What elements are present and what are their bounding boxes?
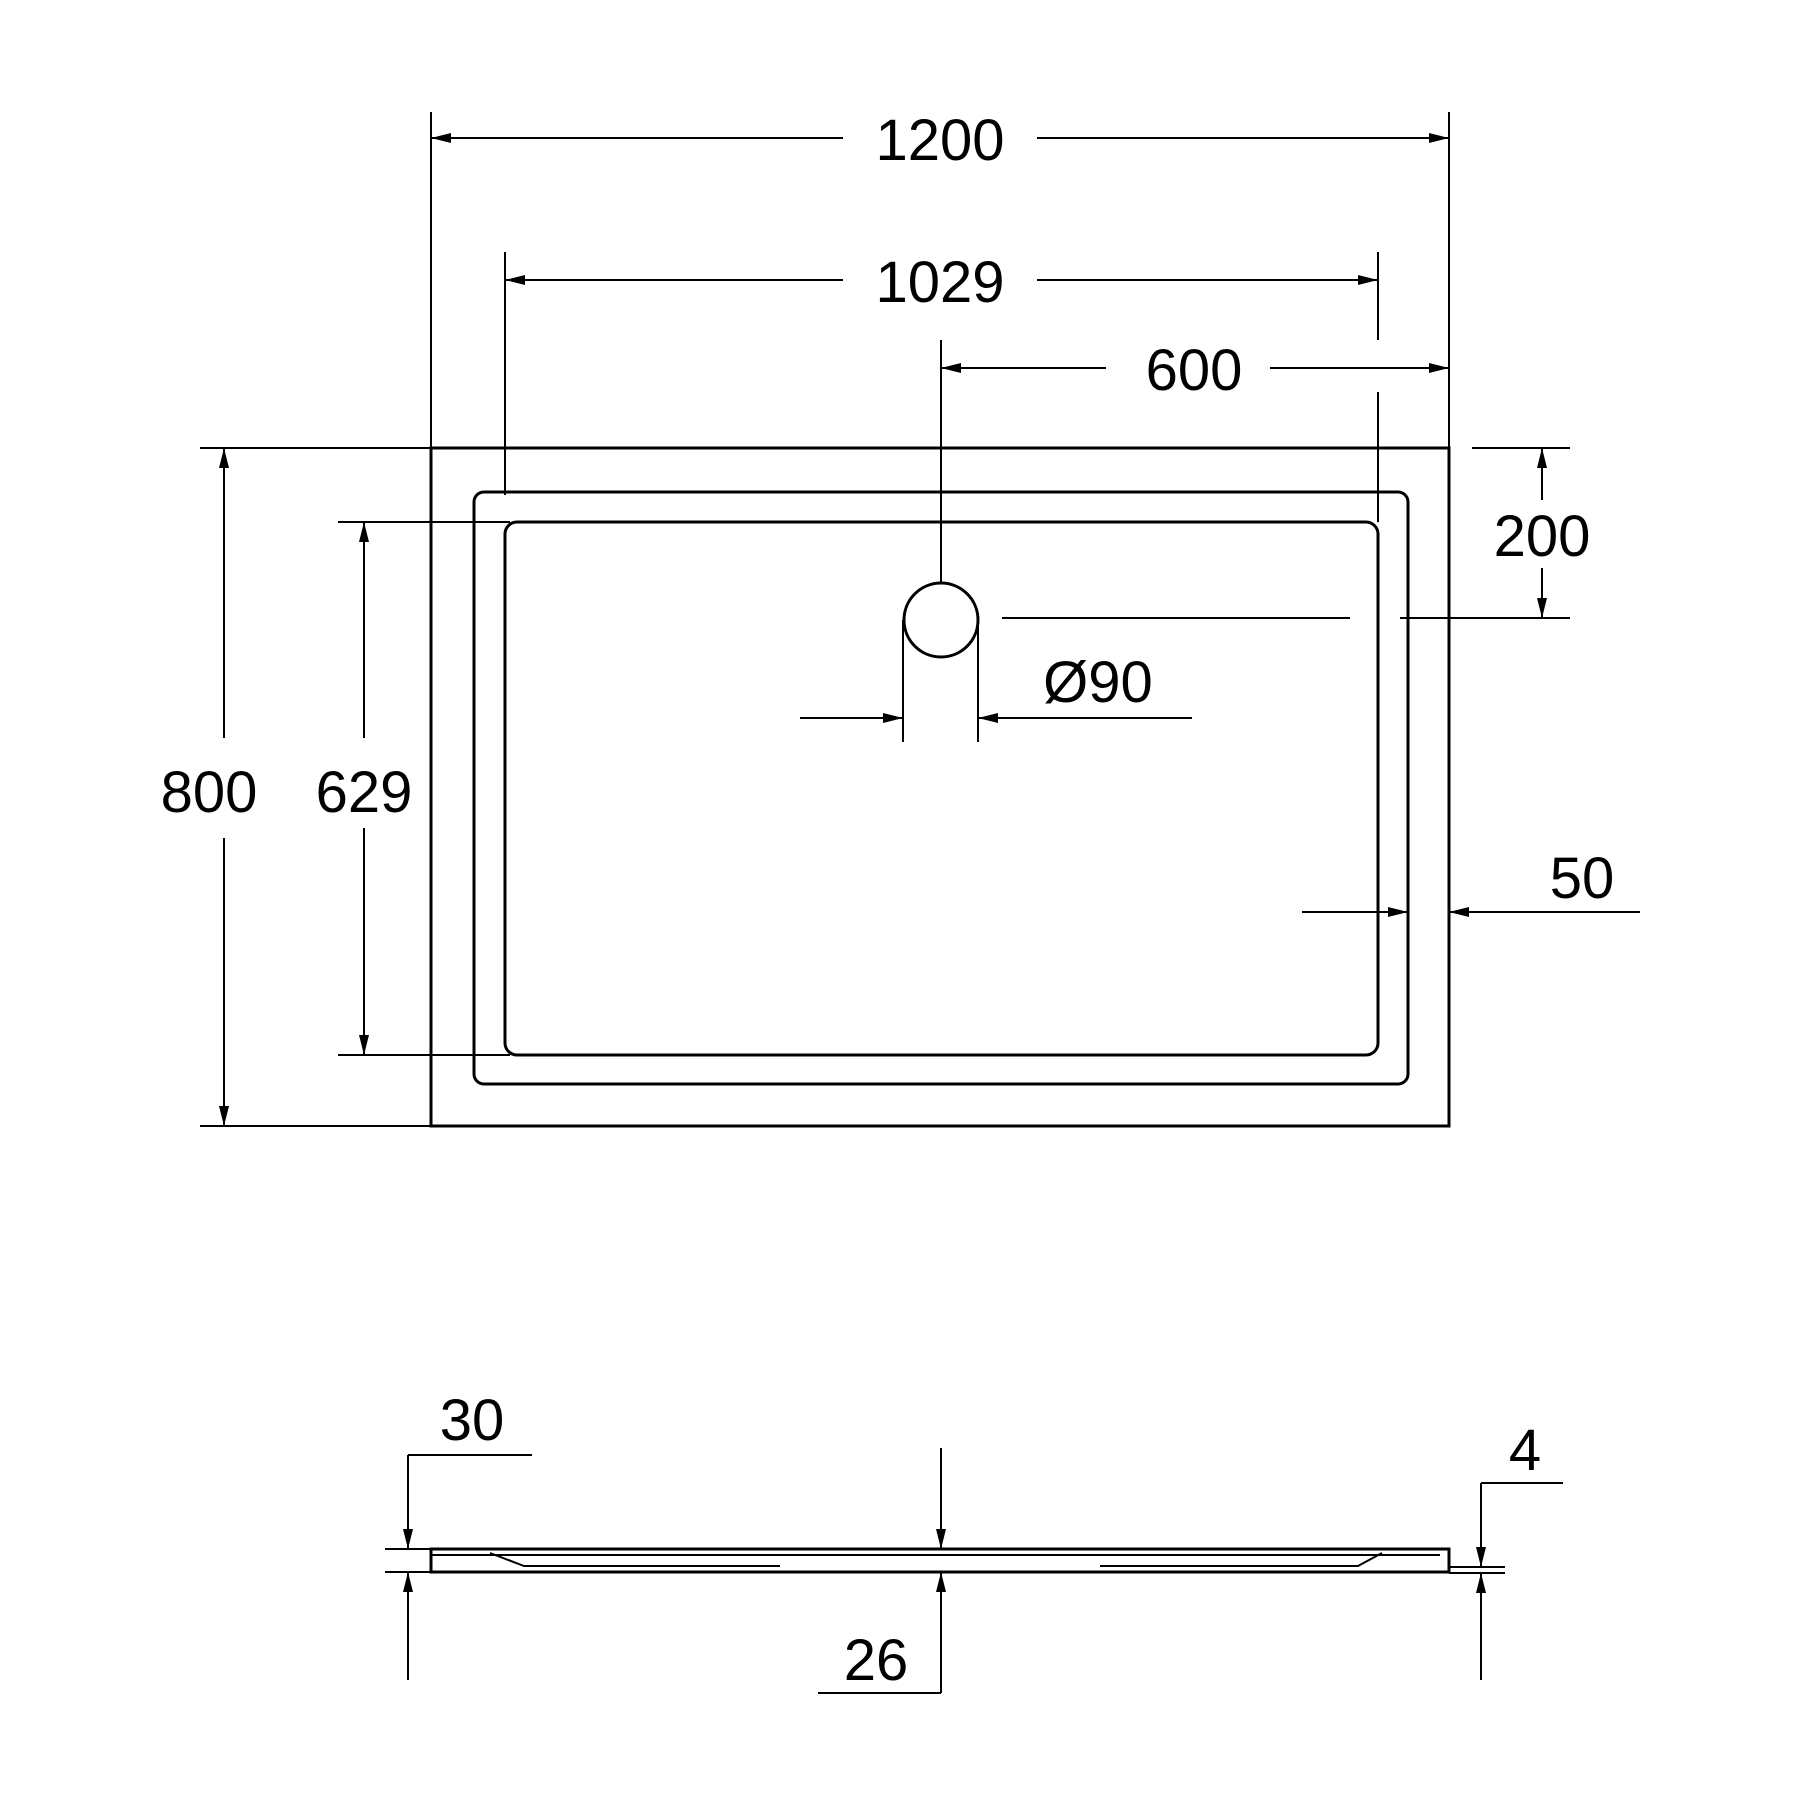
dimension-label-inner-width: 1029 — [875, 250, 1004, 315]
dimension-inner-width: 1029 — [504, 250, 1379, 495]
dimension-drain-offset-x: 600 — [940, 338, 1449, 583]
dimension-rim-width: 50 — [1302, 846, 1640, 1040]
dimension-total-height: 30 — [385, 1388, 532, 1680]
dimension-drain-offset-y: 200 — [1002, 447, 1591, 619]
dimension-label-inner-depth: 629 — [316, 760, 413, 825]
dimension-rim-height: 4 — [1449, 1418, 1563, 1680]
dimension-drain-diameter: Ø90 — [800, 620, 1192, 742]
tray-section-slope — [489, 1552, 1383, 1567]
dimension-label-total-height: 30 — [440, 1388, 505, 1453]
dimension-label-overall-width: 1200 — [875, 108, 1004, 173]
dimension-label-overall-depth: 800 — [161, 760, 258, 825]
dimension-base-height: 26 — [818, 1448, 946, 1694]
dimension-label-rim-width: 50 — [1550, 846, 1615, 911]
dimension-label-rim-height: 4 — [1509, 1418, 1541, 1483]
dimension-label-drain-offset-x: 600 — [1146, 338, 1243, 403]
basin-outline — [503, 520, 1380, 1057]
section-view — [429, 1547, 1451, 1574]
dimension-label-drain-diameter: Ø90 — [1043, 650, 1153, 715]
dimension-label-drain-offset-y: 200 — [1494, 504, 1591, 569]
dimension-label-base-height: 26 — [844, 1628, 909, 1693]
dimension-inner-depth: 629 — [316, 521, 510, 1056]
drain-circle — [902, 581, 980, 659]
dimension-overall-depth: 800 — [161, 447, 431, 1127]
tray-section-profile — [429, 1547, 1451, 1574]
dimension-overall-width: 1200 — [430, 108, 1450, 448]
